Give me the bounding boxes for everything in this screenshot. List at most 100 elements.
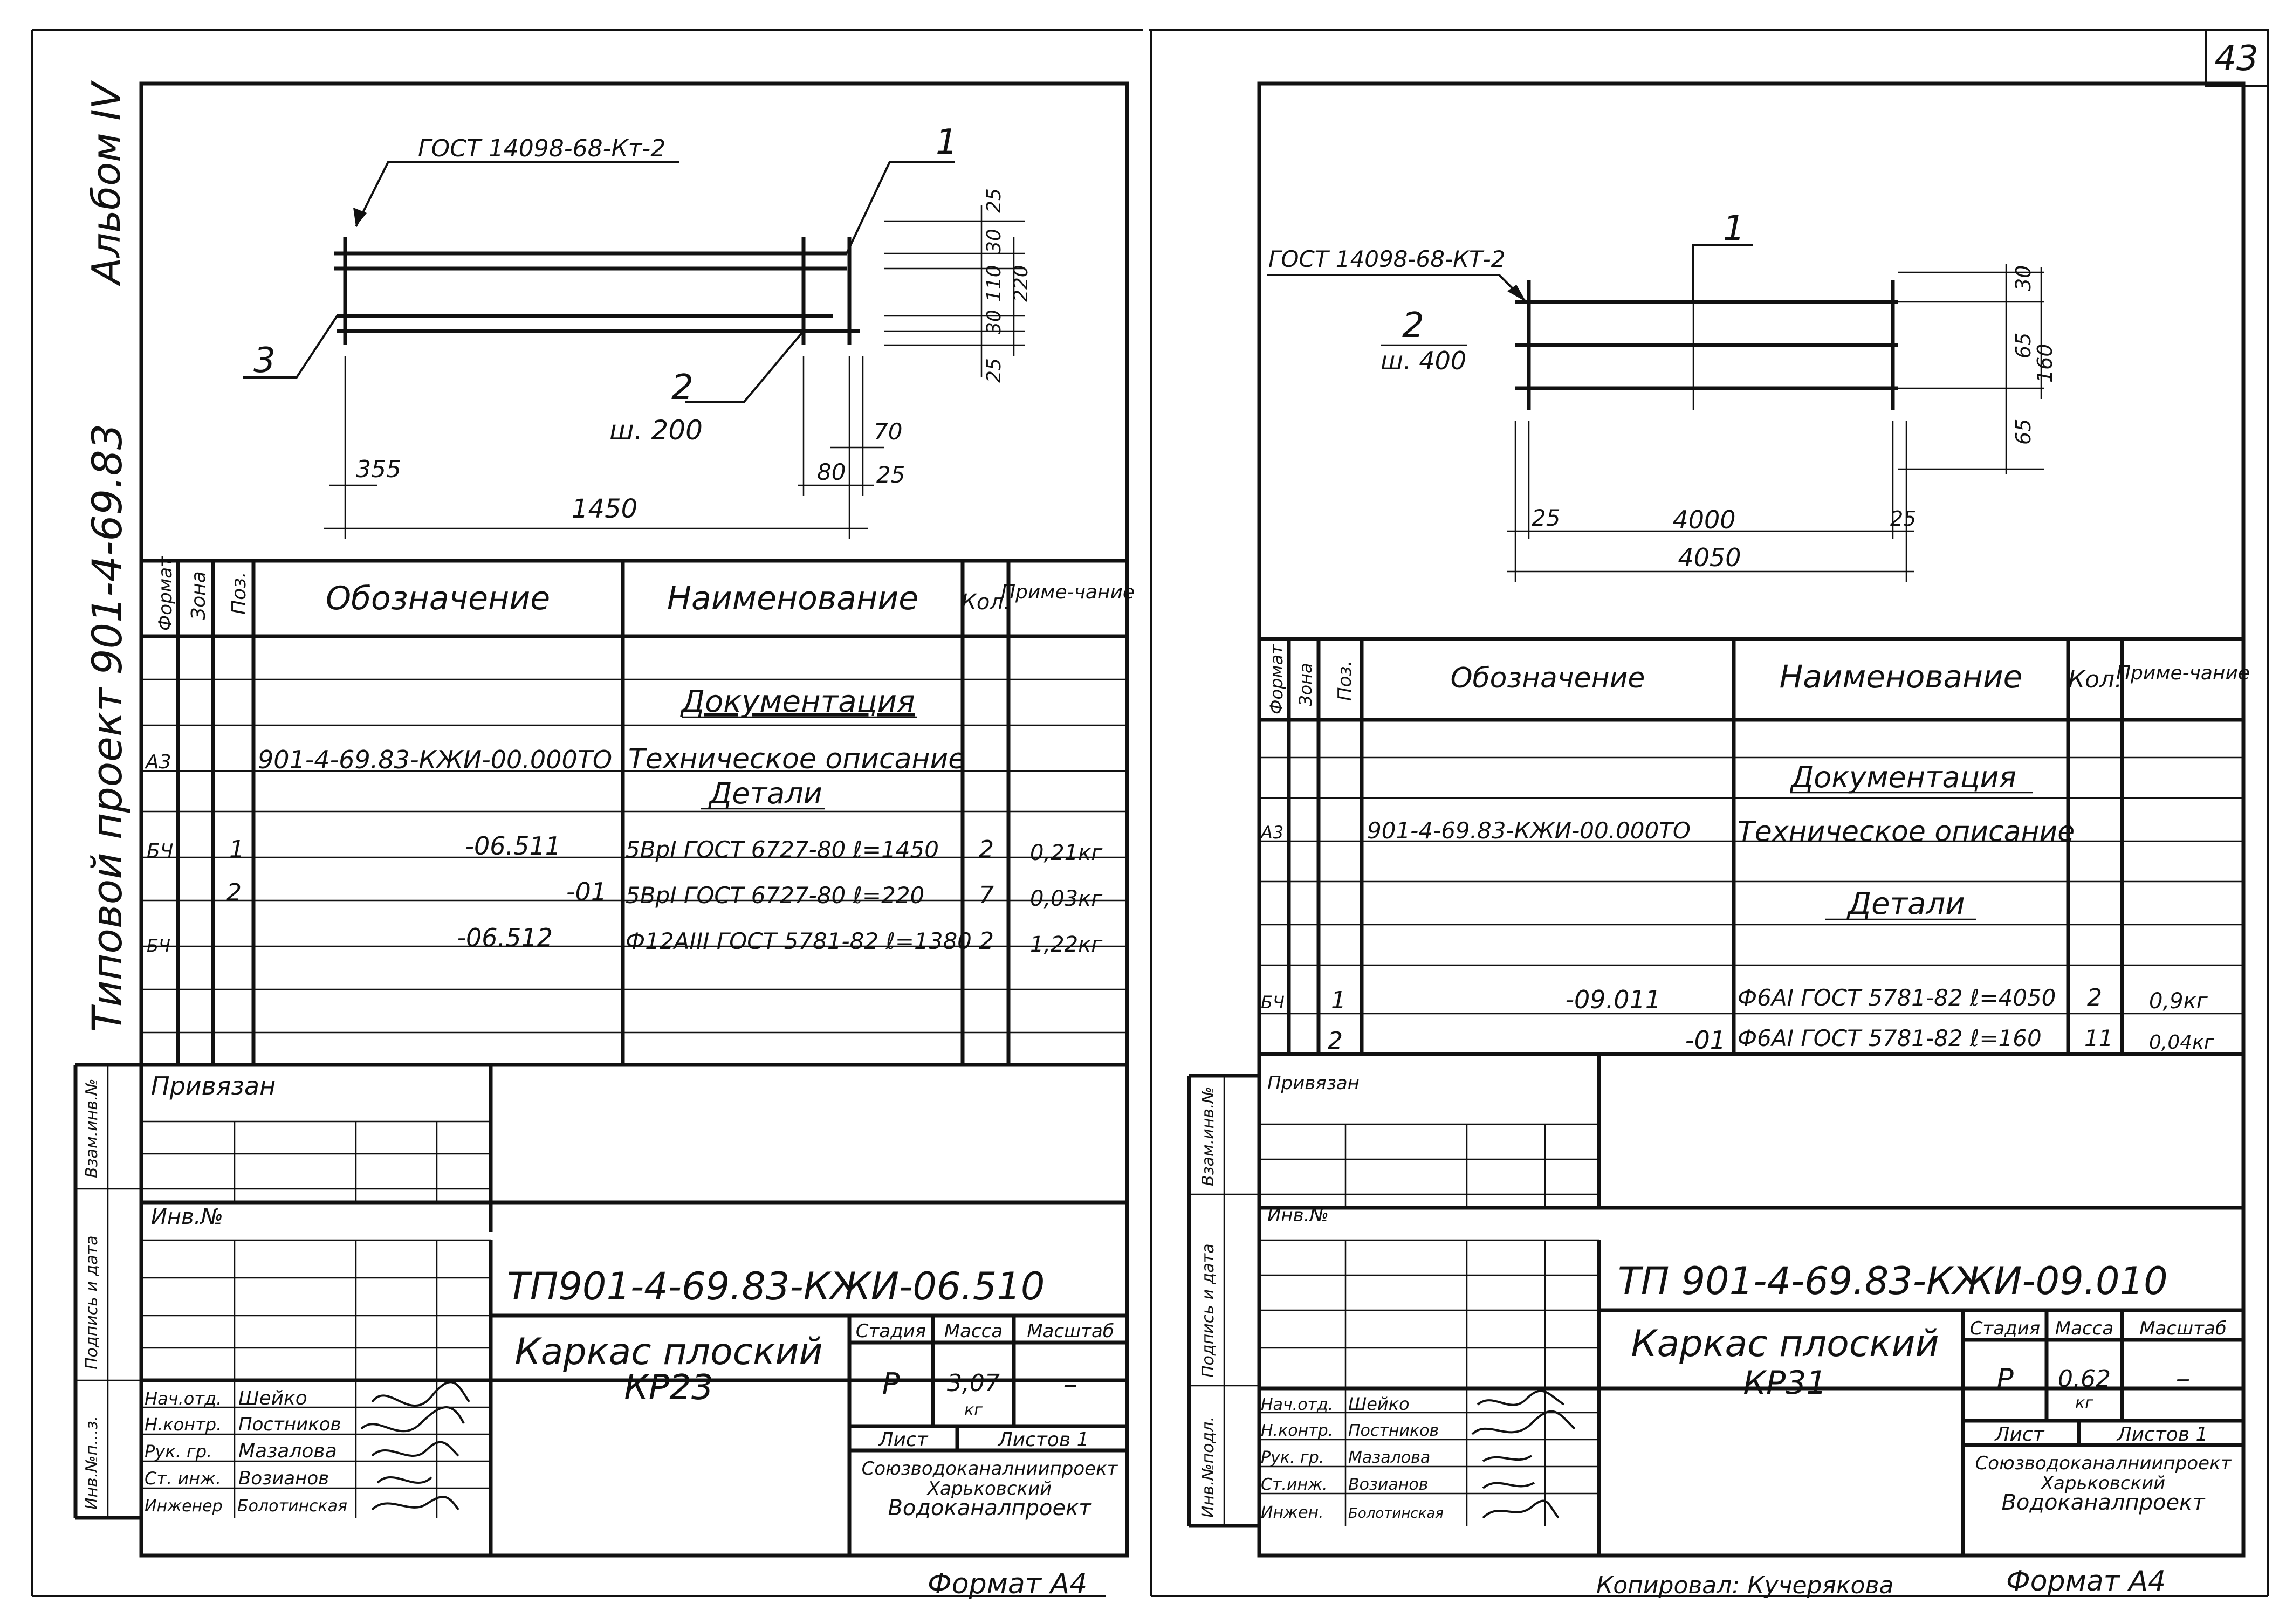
row-3-poz: 2 (1328, 1027, 1343, 1055)
row-2-kol: 2 (979, 836, 994, 863)
dim-25: 25 (983, 188, 1005, 213)
dim-110: 110 (983, 265, 1005, 302)
row-2-oboz: -06.511 (465, 831, 561, 861)
label-1: 1 (1723, 209, 1745, 249)
label-2: 2 (671, 368, 694, 408)
scale-header: Масштаб (2139, 1318, 2227, 1339)
signer-3-name: Мазалова (238, 1440, 337, 1462)
row-1-name: Техническое описание (1738, 816, 2075, 848)
left-drawing (243, 161, 1025, 539)
dim-25c: 25 (876, 462, 905, 488)
row-3-prim: 0,04кг (2149, 1031, 2215, 1054)
dim-25b: 25 (983, 358, 1005, 383)
row-2-format: БЧ (1261, 992, 1285, 1013)
row-3-kol: 7 (979, 882, 994, 909)
signer-5-name: Болотинская (237, 1497, 347, 1516)
row-3-oboz: -01 (1685, 1026, 1726, 1055)
right-drawing (1267, 244, 2044, 582)
row-3-prim: 0,03кг (1030, 886, 1103, 911)
col-primechanie: Приме-чание (1001, 581, 1135, 603)
dim-25a: 25 (1532, 505, 1560, 531)
row-4-oboz: -06.512 (457, 923, 553, 952)
org-line1: Союзводоканалниипроект (1975, 1453, 2232, 1474)
signer-5-role: Инжен. (1261, 1503, 1324, 1522)
row-2-prim: 0,9кг (2149, 989, 2208, 1014)
stage-header: Стадия (856, 1320, 926, 1342)
dim-30: 30 (2011, 265, 2035, 291)
gost-label: ГОСТ 14098-68-КТ-2 (1268, 246, 1506, 272)
margin-inv-podl: Инв.№п...з. (83, 1416, 101, 1510)
stage-value: Р (1996, 1363, 2014, 1395)
mass-header: Масса (2055, 1318, 2113, 1339)
row-3-name: 5ВрI ГОСТ 6727-80 ℓ=220 (626, 882, 924, 909)
listov-label: Листов 1 (997, 1429, 1089, 1451)
col-oboznachenie: Обозначение (1451, 662, 1645, 694)
signer-3-role: Рук. гр. (1261, 1448, 1324, 1467)
copied-label: Копировал: Кучерякова (1596, 1572, 1893, 1599)
dim-160: 160 (2033, 343, 2057, 383)
gost-label: ГОСТ 14098-68-Кт-2 (418, 135, 665, 162)
signer-4-role: Ст. инж. (145, 1468, 221, 1489)
row-1-format: А3 (145, 751, 171, 773)
dim-65a: 65 (2011, 333, 2035, 359)
row-4-format: БЧ (147, 935, 170, 956)
row-4-prim: 1,22кг (1030, 932, 1103, 957)
signer-2-role: Н.контр. (1261, 1421, 1333, 1440)
org-line3: Водоканалпроект (888, 1496, 1092, 1520)
margin-podpis-data: Подпись и дата (83, 1236, 101, 1370)
col-naimenovanie: Наименование (667, 580, 918, 617)
mass-unit: кг (2075, 1394, 2093, 1413)
row-2-name: Ф6АI ГОСТ 5781-82 ℓ=4050 (1738, 985, 2056, 1011)
dim-220: 220 (1010, 265, 1032, 302)
dim-1450: 1450 (572, 494, 637, 524)
format-label: Формат А4 (928, 1568, 1087, 1600)
dim-30b: 30 (983, 309, 1005, 334)
row-1-oboz: 901-4-69.83-КЖИ-00.000ТО (258, 745, 612, 774)
dim-80: 80 (817, 459, 846, 485)
page-number: 43 (2214, 39, 2258, 79)
signatures (360, 1381, 470, 1511)
row-1-oboz: 901-4-69.83-КЖИ-00.000ТО (1367, 817, 1691, 844)
dim-65b: 65 (2011, 419, 2035, 445)
row-4-name: Ф12АIII ГОСТ 5781-82 ℓ=1380 (626, 928, 972, 954)
left-spec-grid (141, 559, 1127, 1067)
title-line2: КР23 (624, 1368, 713, 1408)
signer-3-role: Рук. гр. (145, 1441, 212, 1462)
row-2-name: 5ВрI ГОСТ 6727-80 ℓ=1450 (626, 836, 939, 863)
signer-5-role: Инженер (145, 1497, 223, 1516)
listov-label: Листов 1 (2116, 1423, 2208, 1446)
dim-30: 30 (983, 229, 1005, 253)
privyazan-label: Привязан (1267, 1072, 1360, 1094)
album-label: Альбом IV (84, 80, 129, 286)
row-2-poz: 1 (1331, 987, 1346, 1014)
signer-4-name: Возианов (1348, 1475, 1428, 1494)
title-line1: Каркас плоский (1631, 1323, 1939, 1365)
row-2-format: БЧ (147, 840, 173, 862)
section-documentation: Документация (1790, 760, 2016, 794)
label-1: 1 (936, 122, 958, 162)
row-4-kol: 2 (979, 927, 994, 955)
col-zona: Зона (188, 571, 210, 620)
left-title-block (73, 1063, 1127, 1556)
privyazan-label: Привязан (151, 1071, 276, 1100)
row-1-format: А3 (1260, 822, 1283, 843)
signer-2-name: Постников (1348, 1421, 1439, 1440)
inv-no-label: Инв.№ (1267, 1205, 1329, 1226)
drawing-code: ТП 901-4-69.83-КЖИ-09.010 (1618, 1259, 2168, 1303)
label-3: 3 (253, 341, 276, 381)
margin-podpis-data: Подпись и дата (1199, 1244, 1218, 1378)
right-title-block (1187, 1054, 2243, 1556)
margin-vzam-inv: Взам.инв.№ (83, 1078, 101, 1178)
row-2-poz: 1 (229, 836, 244, 863)
outer-borders (31, 29, 2269, 1597)
col-format: Формат (1266, 644, 1287, 714)
col-zona: Зона (1295, 663, 1316, 706)
row-2-prim: 0,21кг (1030, 841, 1103, 865)
list-label: Лист (1994, 1423, 2044, 1446)
signatures (1471, 1389, 1576, 1519)
org-line2: Харьковский (2040, 1472, 2166, 1494)
stage-value: Р (882, 1367, 900, 1401)
row-3-poz: 2 (226, 879, 242, 906)
stage-header: Стадия (1970, 1318, 2040, 1339)
